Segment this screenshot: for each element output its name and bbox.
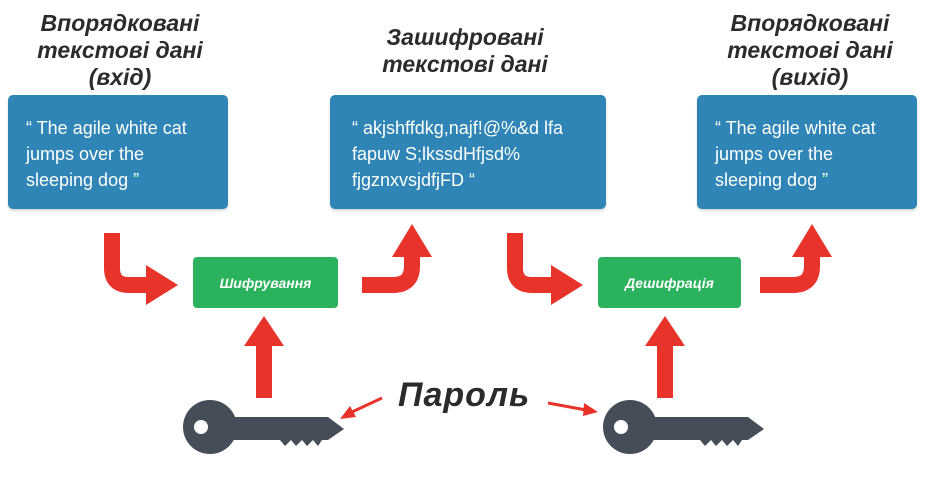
heading-encrypted: Зашифровані текстові дані [382,24,548,77]
heading-input: Впорядковані текстові дані (вхід) [37,10,203,90]
arrow-icon [547,401,598,416]
encryption-process: Шифрування [193,257,338,308]
arrow-icon [362,224,432,293]
output-text-box: “ The agile white cat jumps over the sle… [697,95,917,209]
heading-output: Впорядковані текстові дані (вихід) [727,10,893,90]
arrow-icon [645,316,685,398]
encrypted-text-box: “ akjshffdkg,najf!@%&d lfa fapuw S;lkssd… [330,95,606,209]
arrow-icon [244,316,284,398]
key-icon [603,400,764,454]
key-icon [183,400,344,454]
input-text-box: “ The agile white cat jumps over the sle… [8,95,228,209]
arrow-icon [760,224,832,293]
arrow-icon [507,233,583,305]
arrow-icon [104,233,178,305]
arrow-icon [340,396,383,419]
password-label: Пароль [398,376,531,414]
decryption-process: Дешифрація [598,257,741,308]
